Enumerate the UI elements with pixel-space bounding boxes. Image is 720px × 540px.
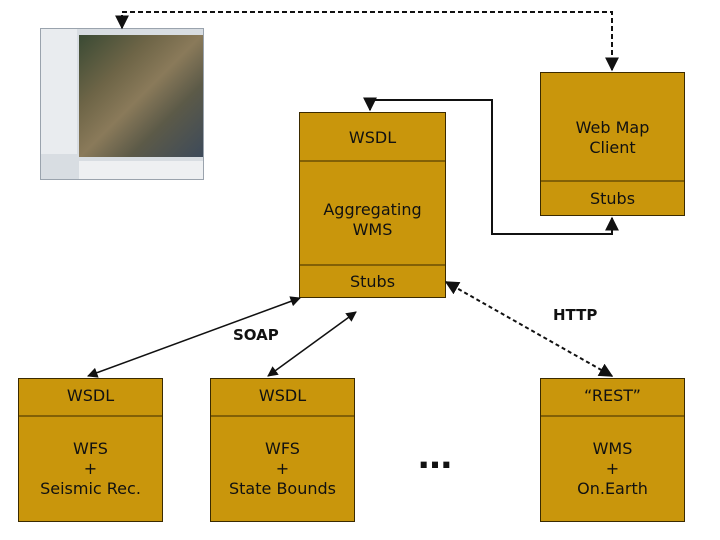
screenshot-to-client-dashed-link: [115, 11, 619, 72]
client-status-bar: [79, 161, 203, 179]
client-control-panel: [41, 29, 77, 154]
service-box-state-bounds: [210, 378, 355, 522]
client-to-aggregator-link: [363, 97, 619, 235]
service-name-label: WFS + Seismic Rec.: [40, 439, 141, 498]
service-name-label: WMS + On.Earth: [577, 439, 648, 498]
service-interface-label: WSDL: [258, 386, 307, 405]
service-name-label: WFS + State Bounds: [229, 439, 336, 498]
service-box-seismic: [18, 378, 163, 522]
service-interface-label: WSDL: [66, 386, 115, 405]
more-services-ellipsis: …: [418, 437, 455, 477]
aggregator-stubs-label: Stubs: [349, 272, 396, 291]
service-box-onearth: [540, 378, 685, 522]
soap-link-state-bounds: [267, 311, 357, 377]
soap-link-seismic: [87, 296, 301, 378]
service-interface-label: “REST”: [584, 386, 641, 405]
http-link-onearth: [444, 281, 614, 377]
